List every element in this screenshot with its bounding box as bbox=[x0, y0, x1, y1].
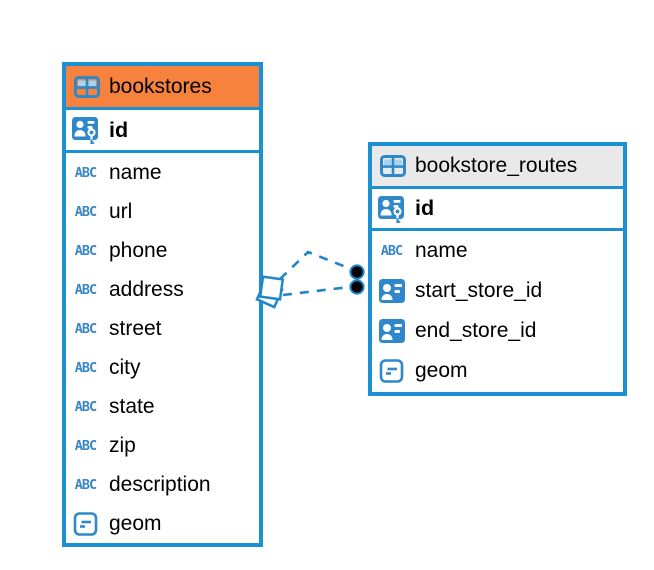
relationship-line[interactable] bbox=[279, 250, 352, 280]
column-name: street bbox=[109, 316, 162, 340]
column-row[interactable]: ABC street bbox=[66, 309, 259, 348]
column-name: city bbox=[109, 355, 141, 379]
column-row[interactable]: end_store_id bbox=[372, 311, 623, 351]
column-name: start_store_id bbox=[415, 279, 543, 302]
table-bookstore-routes[interactable]: bookstore_routes id ABC name start_store… bbox=[368, 142, 627, 396]
text-abc-icon: ABC bbox=[74, 359, 97, 376]
column-name: zip bbox=[109, 433, 136, 457]
column-row[interactable]: ABC name bbox=[66, 153, 259, 192]
table-icon bbox=[380, 155, 406, 177]
column-row[interactable]: ABC address bbox=[66, 270, 259, 309]
table-bookstores[interactable]: bookstores id ABC name ABC url ABC p bbox=[62, 62, 263, 547]
column-row[interactable]: ABC city bbox=[66, 348, 259, 387]
column-row[interactable]: ABC url bbox=[66, 192, 259, 231]
column-row[interactable]: ABC name bbox=[372, 231, 623, 271]
column-name: name bbox=[109, 160, 162, 184]
column-list: ABC name ABC url ABC phone ABC address bbox=[66, 153, 259, 543]
table-header-bookstore-routes[interactable]: bookstore_routes bbox=[372, 146, 623, 189]
text-abc-icon: ABC bbox=[74, 242, 97, 259]
column-name: id bbox=[109, 117, 129, 142]
column-name: name bbox=[415, 239, 468, 262]
column-row[interactable]: ABC state bbox=[66, 387, 259, 426]
column-row[interactable]: geom bbox=[372, 351, 623, 391]
text-abc-icon: ABC bbox=[74, 437, 97, 454]
primary-key-row[interactable]: id bbox=[66, 110, 259, 153]
column-row[interactable]: ABC zip bbox=[66, 426, 259, 465]
column-name: state bbox=[109, 394, 155, 418]
text-abc-icon: ABC bbox=[74, 281, 97, 298]
text-abc-icon: ABC bbox=[74, 320, 97, 337]
primary-key-row[interactable]: id bbox=[372, 189, 623, 231]
table-icon bbox=[74, 75, 100, 98]
primary-key-icon bbox=[376, 194, 407, 224]
column-name: geom bbox=[415, 359, 468, 382]
dot-marker bbox=[349, 264, 365, 295]
table-title: bookstore_routes bbox=[415, 154, 578, 177]
geometry-icon bbox=[70, 511, 101, 537]
column-name: address bbox=[109, 277, 184, 301]
text-abc-icon: ABC bbox=[380, 243, 403, 259]
text-abc-icon: ABC bbox=[74, 164, 97, 181]
column-name: description bbox=[109, 472, 211, 496]
text-abc-icon: ABC bbox=[74, 476, 97, 493]
table-title: bookstores bbox=[109, 74, 212, 98]
column-row[interactable]: geom bbox=[66, 504, 259, 543]
column-name: end_store_id bbox=[415, 319, 537, 342]
column-name: url bbox=[109, 199, 133, 223]
text-abc-icon: ABC bbox=[74, 398, 97, 415]
geometry-icon bbox=[376, 358, 407, 384]
column-name: id bbox=[415, 196, 435, 220]
primary-key-icon bbox=[70, 115, 101, 145]
column-row[interactable]: ABC phone bbox=[66, 231, 259, 270]
person-card-icon bbox=[376, 318, 407, 344]
column-row[interactable]: ABC description bbox=[66, 465, 259, 504]
person-card-icon bbox=[376, 278, 407, 304]
column-name: phone bbox=[109, 238, 168, 262]
relationship-line[interactable] bbox=[282, 285, 350, 297]
column-row[interactable]: start_store_id bbox=[372, 271, 623, 311]
column-name: geom bbox=[109, 511, 162, 535]
column-list: ABC name start_store_id end_store_id geo… bbox=[372, 231, 623, 391]
text-abc-icon: ABC bbox=[74, 203, 97, 220]
table-header-bookstores[interactable]: bookstores bbox=[66, 66, 259, 110]
